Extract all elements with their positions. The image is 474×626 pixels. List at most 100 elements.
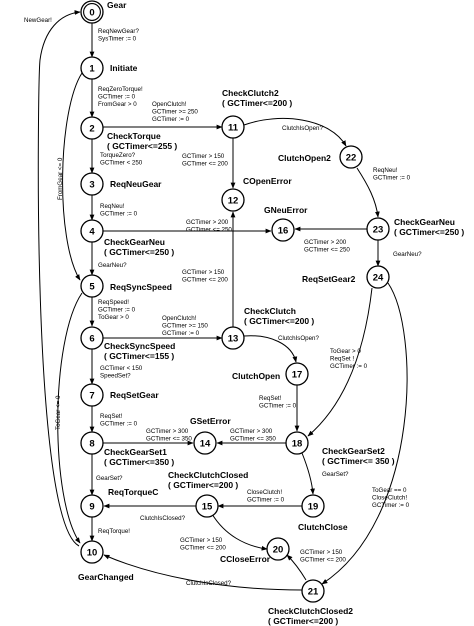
state-node[interactable]: 6 — [80, 326, 104, 350]
state-label: GearChanged — [78, 572, 134, 582]
state-name: Gear — [107, 0, 127, 10]
state-node[interactable]: 10 — [80, 540, 104, 564]
state-circle[interactable] — [80, 116, 104, 140]
transition-labels: ReqNewGear?SysTimer := 0 NewGear! ReqZer… — [24, 17, 422, 587]
state-name: CheckTorque — [107, 131, 161, 141]
state-name: GSetError — [190, 416, 231, 426]
state-circle[interactable] — [271, 218, 295, 242]
edge-18-19 — [301, 452, 315, 495]
transition-label: ReqNewGear?SysTimer := 0 — [98, 28, 139, 42]
state-node[interactable]: 7 — [80, 383, 104, 407]
state-circle[interactable] — [285, 362, 309, 386]
state-node[interactable]: 19 — [301, 494, 325, 518]
edge-24-21 — [321, 282, 408, 585]
edge-5-10 — [57, 292, 83, 544]
state-circle[interactable] — [80, 326, 104, 350]
state-circle[interactable] — [80, 383, 104, 407]
state-node[interactable]: 18 — [285, 431, 309, 455]
state-constraint: ( GCTimer<=155 ) — [104, 351, 174, 361]
state-node[interactable]: 11 — [221, 115, 245, 139]
state-name: ReqTorqueC — [108, 487, 158, 497]
state-circle[interactable] — [266, 537, 290, 561]
state-circle[interactable] — [80, 274, 104, 298]
state-node[interactable]: 13 — [221, 326, 245, 350]
state-circle[interactable] — [80, 540, 104, 564]
state-circle[interactable] — [366, 265, 390, 289]
state-node[interactable]: 2 — [80, 116, 104, 140]
state-circle[interactable] — [80, 431, 104, 455]
state-circle[interactable] — [285, 431, 309, 455]
transition-label: CloseClutch!GCTimer := 0 — [247, 489, 285, 503]
state-node[interactable]: 17 — [285, 362, 309, 386]
state-node[interactable]: 4 — [80, 219, 104, 243]
state-circle[interactable] — [195, 494, 219, 518]
state-number: 0 — [89, 7, 94, 18]
transition-line: GCTimer := 0 — [100, 210, 138, 217]
state-node[interactable]: 9 — [80, 494, 104, 518]
state-constraint: ( GCTimer<=255 ) — [107, 141, 177, 151]
state-node[interactable]: 16 — [271, 218, 295, 242]
state-circle[interactable] — [221, 326, 245, 350]
state-node[interactable]: 5 — [80, 274, 104, 298]
state-number: 9 — [89, 501, 94, 512]
state-label: CheckClutchClosed2( GCTimer<=200 ) — [268, 606, 353, 626]
state-node[interactable]: 15 — [195, 494, 219, 518]
state-circle[interactable] — [221, 188, 245, 212]
state-labels: Gear Initiate CheckTorque( GCTimer<=255 … — [78, 0, 464, 626]
state-node[interactable]: 24 — [366, 265, 390, 289]
state-number: 23 — [373, 224, 384, 235]
state-name: ReqNeuGear — [110, 179, 162, 189]
state-number: 4 — [89, 226, 95, 237]
state-circle[interactable] — [301, 579, 325, 603]
state-node[interactable]: 23 — [366, 217, 390, 241]
transition-line: GCTimer > 200 — [186, 219, 229, 226]
state-circle[interactable] — [80, 56, 104, 80]
state-circle[interactable] — [80, 494, 104, 518]
state-constraint: ( GCTimer<=250 ) — [394, 227, 464, 237]
transition-label: ClutchIsClosed? — [186, 580, 232, 587]
state-label: CheckGearNeu( GCTimer<=250 ) — [394, 217, 464, 237]
transition-line: GCTimer := 0 — [259, 402, 297, 409]
state-node[interactable]: 20 — [266, 537, 290, 561]
state-circle[interactable] — [301, 494, 325, 518]
transition-line: ReqZeroTorque! — [98, 86, 143, 93]
state-circle[interactable] — [80, 0, 104, 24]
state-circle[interactable] — [339, 145, 363, 169]
state-label: CheckClutch( GCTimer<=200 ) — [244, 306, 314, 326]
state-label: CCloseError — [220, 554, 271, 564]
state-label: CheckClutchClosed( GCTimer<=200 ) — [168, 470, 248, 490]
state-node[interactable]: 8 — [80, 431, 104, 455]
state-number: 24 — [373, 272, 384, 283]
state-number: 10 — [87, 547, 98, 558]
transition-line: SysTimer := 0 — [98, 35, 137, 42]
state-name: ClutchOpen2 — [278, 153, 331, 163]
state-circle[interactable] — [221, 115, 245, 139]
transition-label: ReqTorque! — [98, 528, 130, 535]
state-circle[interactable] — [80, 219, 104, 243]
state-node[interactable]: 14 — [193, 431, 217, 455]
transition-line: ClutchIsOpen? — [282, 125, 323, 132]
state-node[interactable]: 0 — [80, 0, 104, 24]
state-node[interactable]: 21 — [301, 579, 325, 603]
state-circle[interactable] — [193, 431, 217, 455]
transition-label: GearNeu? — [98, 262, 127, 269]
state-node[interactable]: 3 — [80, 172, 104, 196]
state-name: CheckClutchClosed — [168, 470, 248, 480]
transition-label: GearNeu? — [393, 251, 422, 258]
state-node[interactable]: 12 — [221, 188, 245, 212]
state-node[interactable]: 1 — [80, 56, 104, 80]
transition-line: GearSet? — [322, 471, 349, 478]
transition-line: ReqNeu! — [373, 167, 398, 174]
state-circle[interactable] — [80, 172, 104, 196]
initial-state-ring — [83, 3, 101, 21]
state-number: 22 — [346, 152, 357, 163]
state-circle[interactable] — [366, 217, 390, 241]
state-label: ReqSetGear2 — [302, 274, 356, 284]
transition-label: GearSet? — [96, 475, 123, 482]
transition-line: GCTimer > 150 — [182, 153, 225, 160]
state-node[interactable]: 22 — [339, 145, 363, 169]
